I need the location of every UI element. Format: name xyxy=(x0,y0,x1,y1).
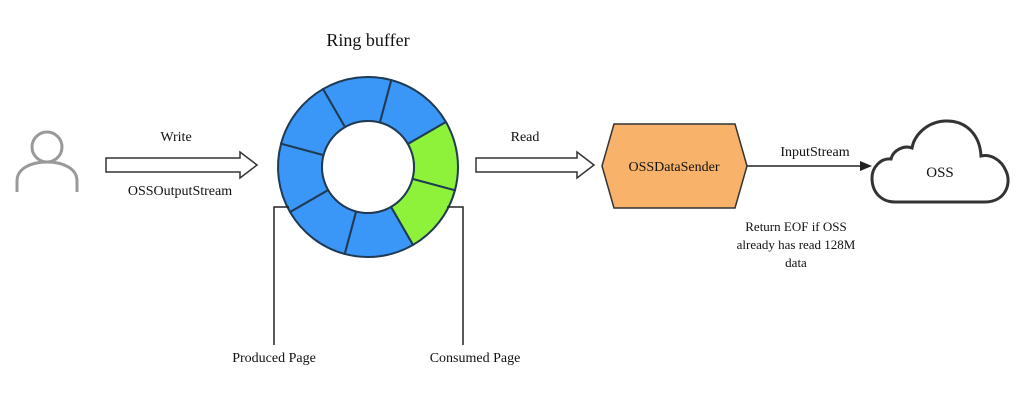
consumed-page-label: Consumed Page xyxy=(430,351,521,366)
input-stream-label: InputStream xyxy=(780,145,849,160)
eof-note-line-3: data xyxy=(785,255,807,270)
writer-label: OSSOutputStream xyxy=(128,184,232,199)
write-label: Write xyxy=(160,130,191,145)
oss-cloud-icon xyxy=(870,119,1010,204)
produced-page-label: Produced Page xyxy=(232,351,316,366)
write-arrow xyxy=(105,150,259,180)
ring-buffer xyxy=(277,76,459,258)
eof-note-line-2: already has read 128M xyxy=(737,237,856,252)
oss-data-sender-node xyxy=(601,123,748,209)
read-arrow xyxy=(475,150,596,180)
input-stream-arrowhead xyxy=(860,161,872,171)
read-label: Read xyxy=(511,130,540,145)
produced-leader-line xyxy=(273,206,289,345)
ring-title: Ring buffer xyxy=(326,30,409,50)
consumed-leader-line xyxy=(447,206,464,345)
ring-hole xyxy=(321,120,415,214)
user-icon xyxy=(15,130,79,192)
eof-note-line-1: Return EOF if OSS xyxy=(745,219,846,234)
oss-cloud-label: OSS xyxy=(926,165,954,181)
oss-data-sender-label: OSSDataSender xyxy=(629,160,720,175)
